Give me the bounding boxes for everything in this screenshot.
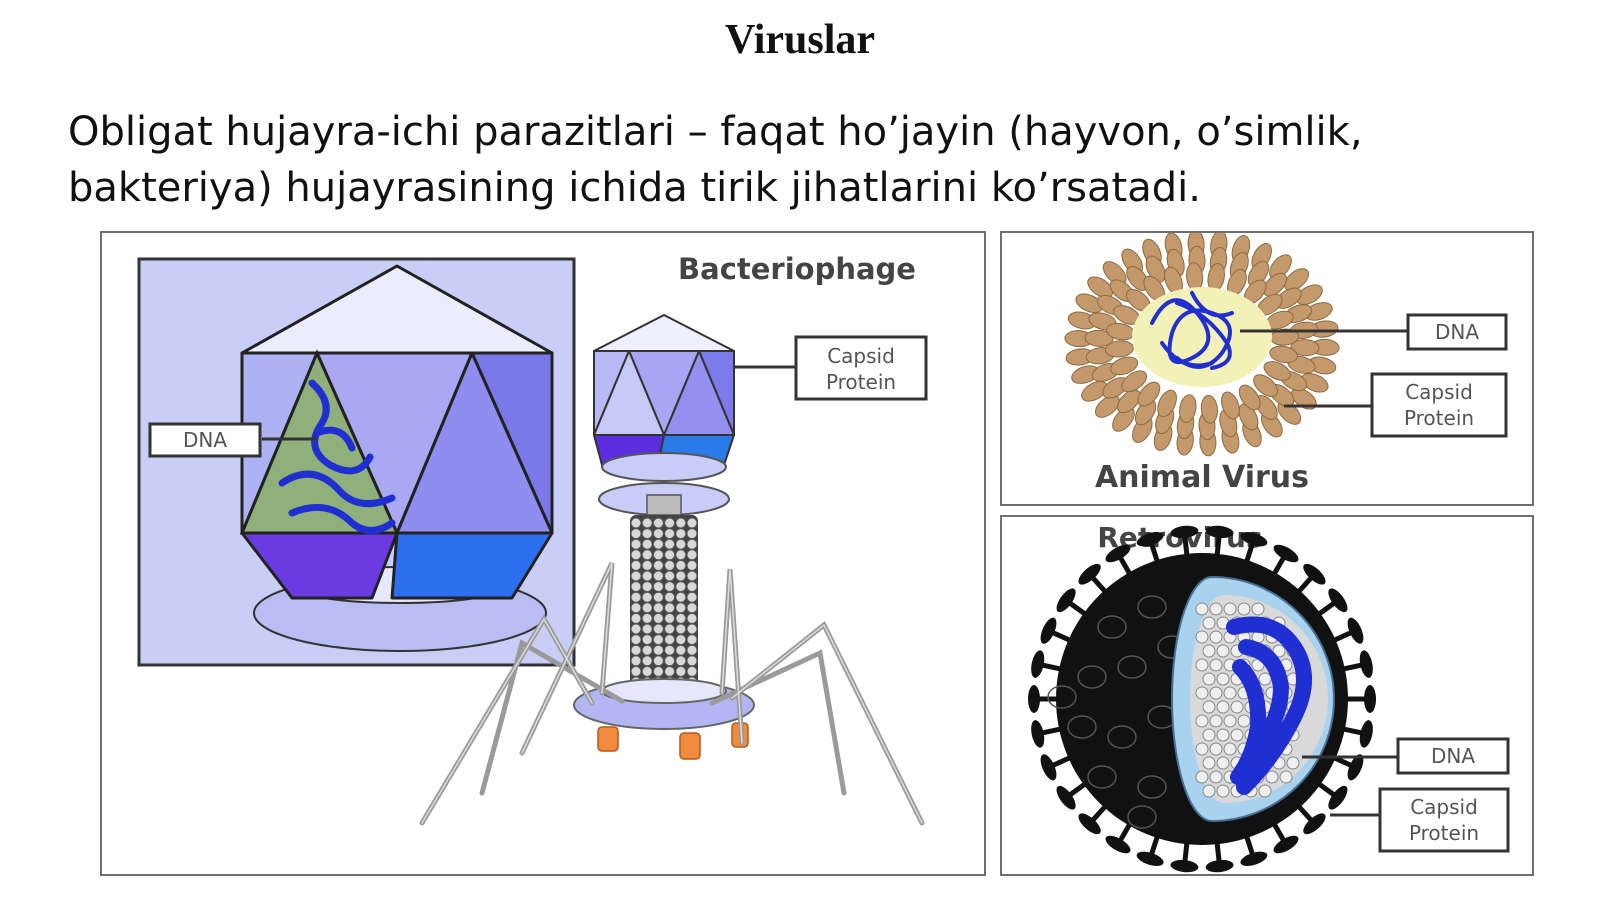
retro-dna-callout-text: DNA [1431,744,1475,768]
animal-dna-callout-text: DNA [1435,320,1479,344]
retrovirus-diagram: Retrovirus DNA Capsid Protein [1028,521,1510,873]
dna-callout-box [148,422,262,458]
retro-capsid-callout-box [1378,787,1510,853]
animal-capsid-callout-line1: Capsid [1405,380,1473,404]
capsid-callout-box [794,335,928,401]
animal-core [1132,287,1272,387]
animal-virus-title: Animal Virus [1095,460,1309,495]
page-title: Viruslar [724,17,876,63]
phage-neck [646,494,682,516]
tail-sheath [630,515,698,690]
phage-head [593,314,735,466]
animal-virus-diagram: DNA Capsid Protein Animal Virus [1064,233,1508,495]
capsid-callout-line2: Protein [826,370,896,394]
retro-capsid-callout-line2: Protein [1409,821,1479,845]
phage-collar [601,452,727,482]
animal-virus-panel: DNA Capsid Protein Animal Virus [1000,231,1534,506]
retro-dna-strand [1226,616,1312,795]
bacteriophage-panel: DNA Bacteriophage Capsid Protein [100,231,986,876]
animal-capsid-callout-line2: Protein [1404,406,1474,430]
animal-dna-callout-box [1406,313,1508,351]
dna-callout-text: DNA [183,428,227,452]
retro-capsid-callout-line1: Capsid [1410,795,1478,819]
bacteriophage-title: Bacteriophage [678,252,916,286]
retro-dna-callout-box [1396,737,1510,775]
envelope-pattern [1047,595,1187,829]
dna-window [239,349,400,535]
page-subtitle: Obligat hujayra-ichi parazitlari – faqat… [68,109,1363,211]
capsid-callout-line1: Capsid [827,344,895,368]
bacteriophage-diagram: DNA Bacteriophage Capsid Protein [137,252,928,826]
animal-capsid-callout-box [1370,372,1508,438]
protein-spikes [1064,233,1340,457]
animal-dna-strand [1150,291,1234,370]
dna-strand [278,379,396,534]
retrovirus-panel: Retrovirus DNA Capsid Protein [1000,515,1534,876]
